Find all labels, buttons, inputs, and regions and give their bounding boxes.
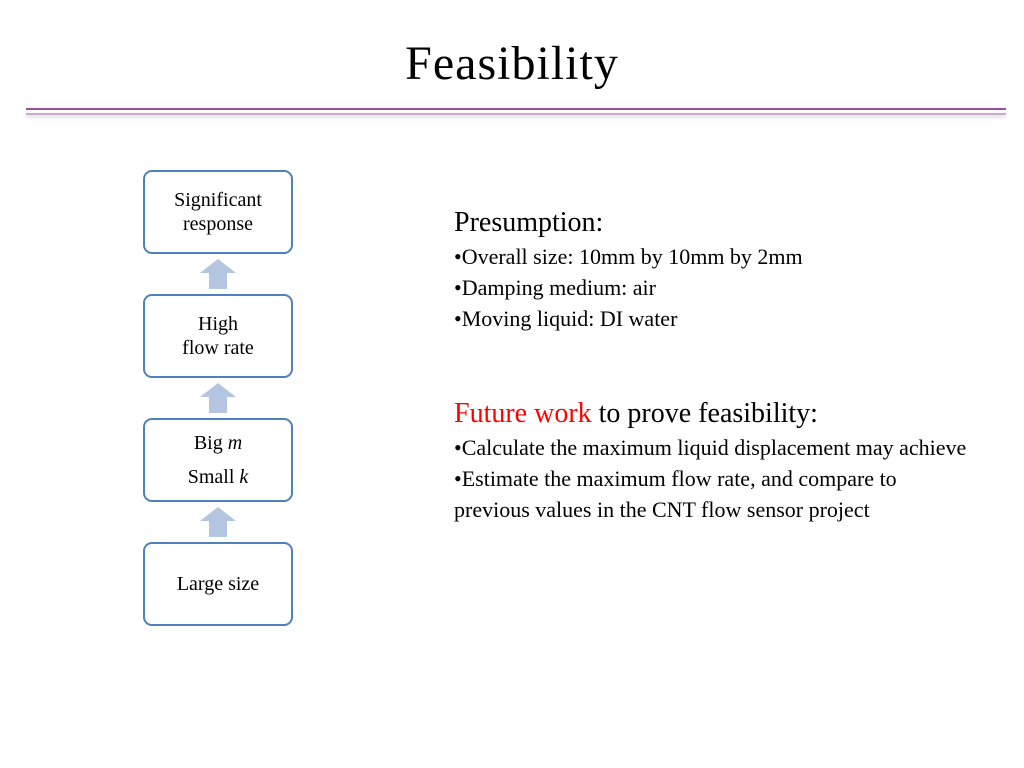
flow-box-text: flow rate [182, 337, 254, 359]
flow-box-text: High [198, 313, 238, 335]
variable-k: k [239, 466, 249, 488]
text-content: Presumption: •Overall size: 10mm by 10mm… [454, 205, 974, 525]
future-work-highlight: Future work [454, 398, 592, 429]
flow-box-text: Small [187, 466, 240, 488]
title-divider-bottom [26, 113, 1006, 115]
future-work-bullet: •Calculate the maximum liquid displaceme… [454, 435, 967, 460]
presumption-bullet: •Moving liquid: DI water [454, 306, 678, 331]
flow-box-significant-response: Significant response [143, 170, 293, 254]
flow-box-large-size: Large size [143, 542, 293, 626]
title-divider-top [26, 108, 1006, 110]
presumption-heading: Presumption: [454, 207, 604, 238]
flow-box-line: Big m [194, 426, 242, 460]
future-work-heading-rest: to prove feasibility: [591, 398, 818, 429]
flow-box-text: Large size [176, 573, 260, 595]
flow-box-line: Small k [188, 460, 249, 494]
flow-box-text: response [183, 213, 253, 235]
future-work-bullet: •Estimate the maximum flow rate, and com… [454, 466, 897, 522]
presumption-bullet: •Damping medium: air [454, 275, 656, 300]
slide-title: Feasibility [405, 37, 619, 90]
future-work-heading: Future work to prove feasibility: [454, 396, 974, 432]
presumption-bullet: •Overall size: 10mm by 10mm by 2mm [454, 244, 803, 269]
flow-box-text: Significant [174, 189, 262, 211]
flow-box-high-flow-rate: High flow rate [143, 294, 293, 378]
up-arrow-icon [200, 383, 236, 413]
flow-box-text: Big [193, 432, 228, 454]
up-arrow-icon [200, 507, 236, 537]
up-arrow-icon [200, 259, 236, 289]
flow-box-big-m-small-k: Big m Small k [143, 418, 293, 502]
variable-m: m [227, 432, 243, 454]
